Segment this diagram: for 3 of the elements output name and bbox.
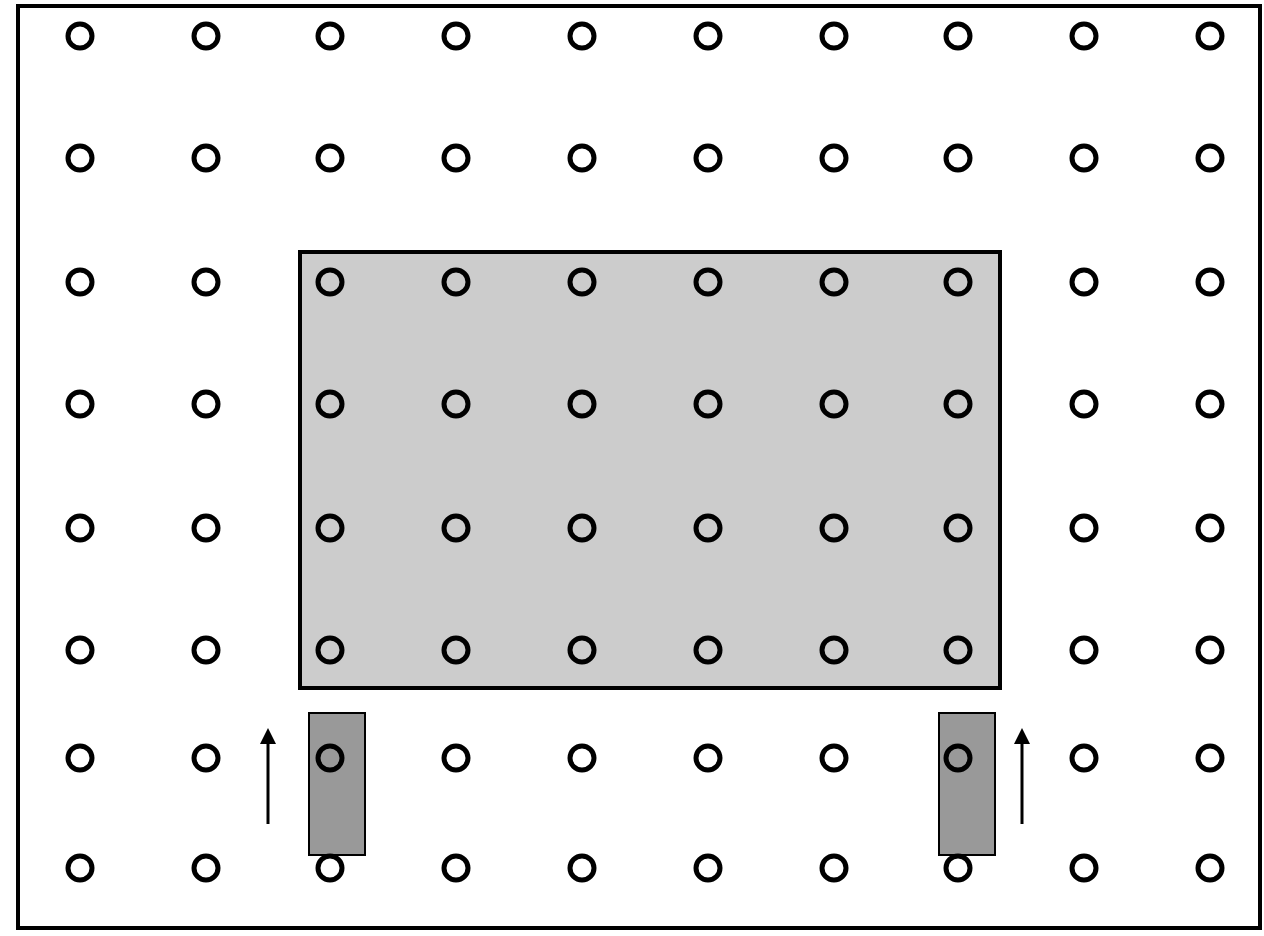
bar (308, 712, 366, 856)
plate-rect (298, 250, 1002, 690)
bar (938, 712, 996, 856)
